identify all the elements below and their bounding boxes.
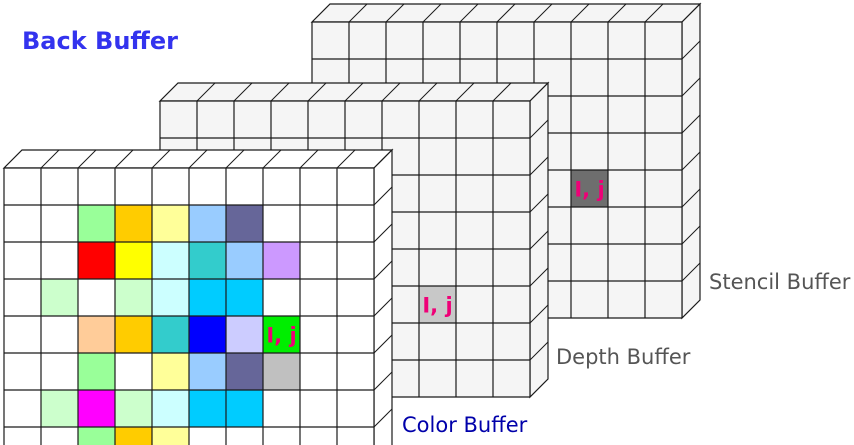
color-pixel-cell [226, 353, 263, 390]
color-pixel-cell [189, 390, 226, 427]
color-side-divider [373, 186, 393, 206]
stencil-side-divider [681, 114, 701, 134]
color-pixel-cell [226, 205, 263, 242]
stencil-side-divider [681, 262, 701, 282]
depth-top-divider [196, 82, 216, 102]
depth-top-divider [492, 82, 512, 102]
stencil-side-divider [681, 151, 701, 171]
color-side-face [373, 148, 393, 445]
color-pixel-cell [226, 242, 263, 279]
stencil-side-divider [681, 77, 701, 97]
color-top-divider [114, 149, 134, 169]
color-pixel-cell [41, 279, 78, 316]
stencil-side-divider [681, 188, 701, 208]
stencil-side-divider [681, 225, 701, 245]
color-buffer-layer: I, j [2, 148, 394, 445]
stencil-top-divider [459, 3, 479, 23]
color-top-divider [40, 149, 60, 169]
depth-buffer-label: Depth Buffer [556, 345, 691, 369]
color-pixel-cell [115, 205, 152, 242]
depth-side-divider [529, 156, 549, 176]
color-pixel-cell [152, 427, 189, 445]
color-pixel-cell [78, 242, 115, 279]
depth-side-divider [529, 304, 549, 324]
color-side-divider [373, 223, 393, 243]
depth-side-divider [529, 119, 549, 139]
stencil-buffer-label: Stencil Buffer [709, 270, 851, 294]
depth-side-divider [529, 230, 549, 250]
stencil-top-divider [607, 3, 627, 23]
color-pixel-cell [152, 353, 189, 390]
depth-side-divider [529, 341, 549, 361]
stencil-top-divider [422, 3, 442, 23]
stencil-top-divider [496, 3, 516, 23]
stencil-pixel-ij-label: I, j [574, 178, 604, 202]
diagram-title: Back Buffer [22, 27, 178, 55]
color-top-divider [299, 149, 319, 169]
depth-highlight-cell [419, 286, 456, 323]
color-pixel-cell [78, 205, 115, 242]
color-top-divider [336, 149, 356, 169]
color-top-divider [151, 149, 171, 169]
color-pixel-cell [226, 390, 263, 427]
color-pixel-cell [189, 279, 226, 316]
depth-top-divider [270, 82, 290, 102]
stencil-top-divider [533, 3, 553, 23]
depth-side-divider [529, 267, 549, 287]
color-pixel-cell [115, 242, 152, 279]
color-pixel-cell [115, 279, 152, 316]
color-top-divider [225, 149, 245, 169]
color-pixel-cell [226, 316, 263, 353]
color-side-divider [373, 260, 393, 280]
color-pixel-cell [189, 242, 226, 279]
stencil-highlight-cell [571, 170, 608, 207]
color-pixel-cell [226, 279, 263, 316]
depth-top-divider [344, 82, 364, 102]
color-side-divider [373, 371, 393, 391]
color-side-divider [373, 408, 393, 428]
color-pixel-cell [152, 316, 189, 353]
color-top-divider [262, 149, 282, 169]
depth-side-divider [529, 193, 549, 213]
color-pixel-cell [152, 205, 189, 242]
color-pixel-cell [263, 353, 300, 390]
depth-top-divider [418, 82, 438, 102]
color-pixel-cell [78, 427, 115, 445]
depth-pixel-ij-label: I, j [422, 294, 452, 318]
depth-top-divider [455, 82, 475, 102]
stencil-side-divider [681, 40, 701, 60]
depth-top-divider [233, 82, 253, 102]
color-pixel-cell [152, 390, 189, 427]
color-pixel-cell [152, 279, 189, 316]
color-pixel-cell [189, 316, 226, 353]
color-highlight-cell [263, 316, 300, 353]
color-pixel-cell [78, 316, 115, 353]
color-pixel-cell [189, 353, 226, 390]
color-pixel-cell [189, 205, 226, 242]
depth-top-divider [381, 82, 401, 102]
color-pixel-cell [78, 353, 115, 390]
color-top-divider [77, 149, 97, 169]
depth-top-divider [307, 82, 327, 102]
stencil-top-divider [385, 3, 405, 23]
color-top-divider [188, 149, 208, 169]
color-side-divider [373, 334, 393, 354]
color-pixel-cell [115, 427, 152, 445]
stencil-top-divider [644, 3, 664, 23]
color-pixel-cell [152, 242, 189, 279]
stencil-top-divider [570, 3, 590, 23]
color-pixel-cell [115, 390, 152, 427]
color-buffer-label: Color Buffer [402, 413, 528, 437]
color-pixel-cell [41, 390, 78, 427]
color-pixel-ij-label: I, j [266, 324, 296, 348]
color-pixel-cell [115, 316, 152, 353]
color-pixel-cell [263, 242, 300, 279]
color-side-divider [373, 297, 393, 317]
stencil-top-divider [348, 3, 368, 23]
color-pixel-cell [78, 390, 115, 427]
